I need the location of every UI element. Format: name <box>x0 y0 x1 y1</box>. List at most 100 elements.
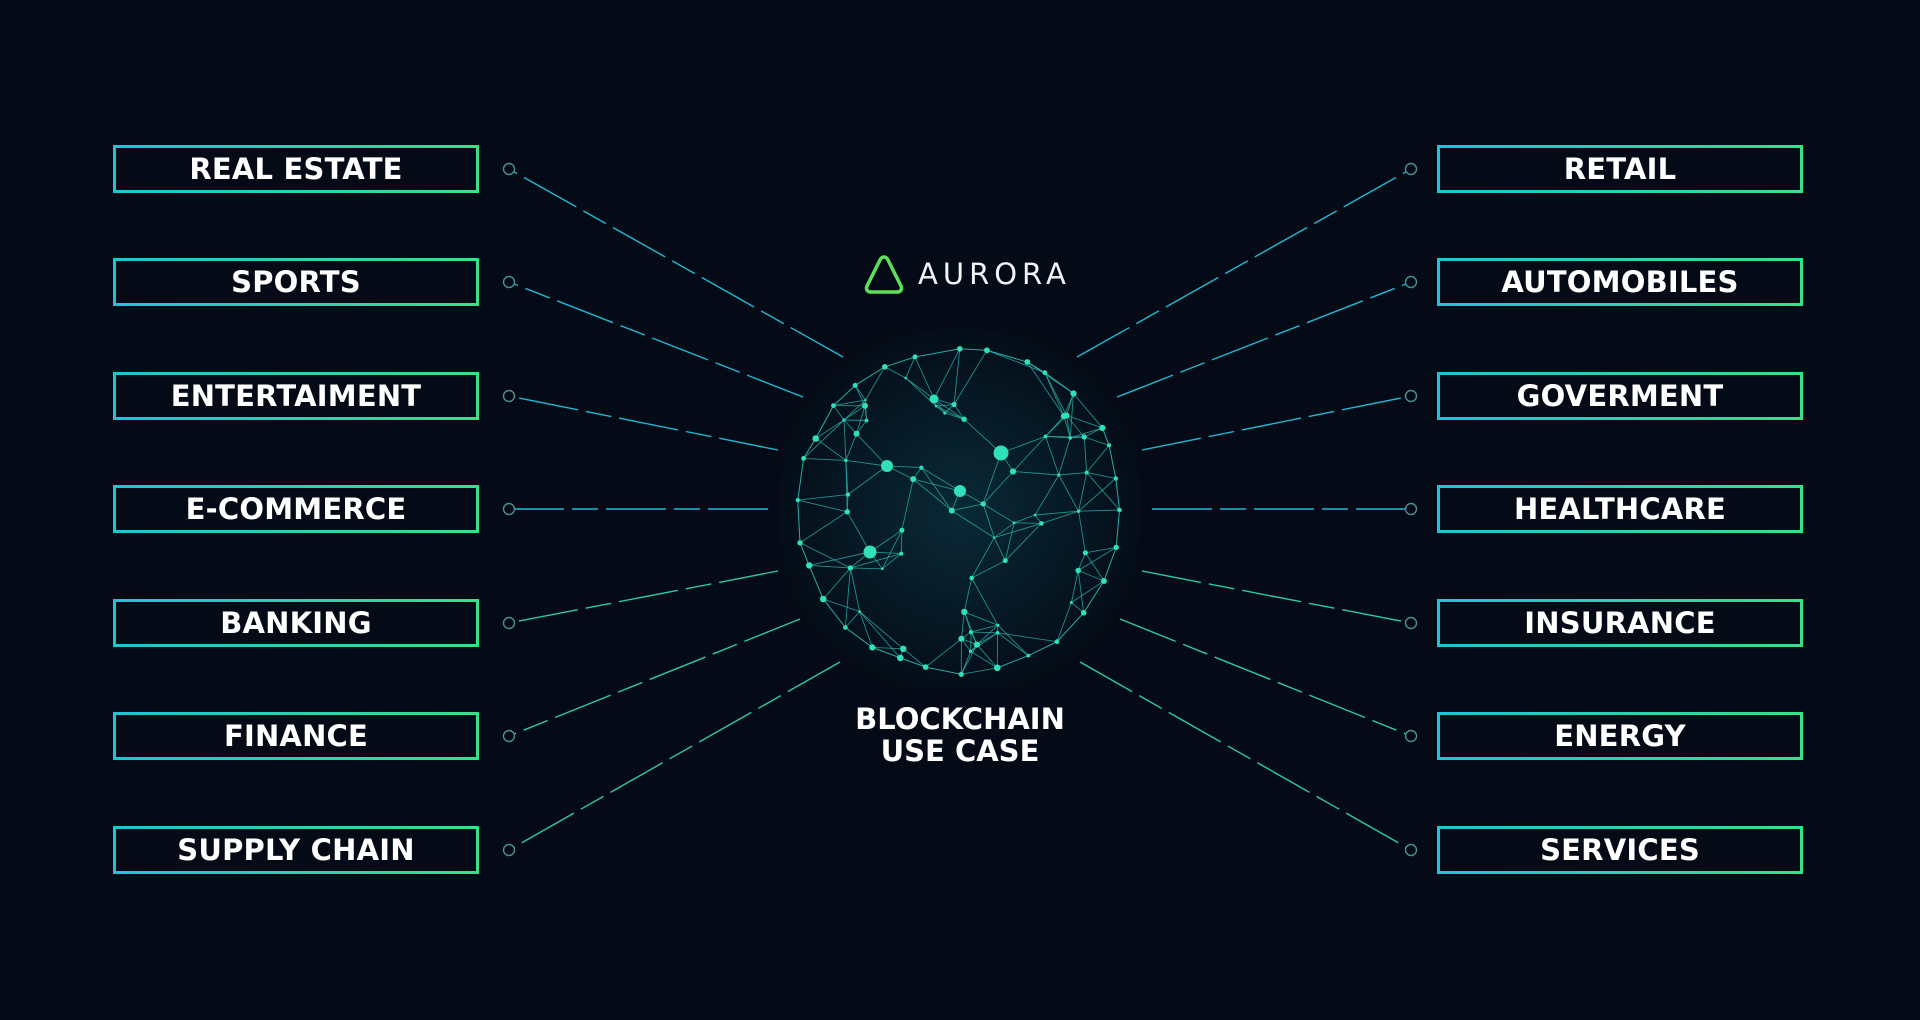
globe-edge <box>799 511 848 544</box>
globe-edge <box>986 349 1046 374</box>
network-globe-icon <box>780 330 1140 690</box>
globe-node <box>1082 550 1088 556</box>
globe-edge <box>1115 509 1120 548</box>
globe-node <box>1057 473 1061 477</box>
connector-line-right <box>1079 661 1412 851</box>
globe-edge <box>982 471 1014 505</box>
globe-edge <box>933 348 961 400</box>
globe-edge <box>921 467 953 511</box>
globe-node <box>912 354 918 360</box>
use-case-banking: BANKING <box>113 599 479 647</box>
connector-dot-right <box>1404 275 1418 289</box>
globe-edge <box>1026 361 1065 417</box>
center-title-line1: BLOCKCHAIN <box>855 702 1065 736</box>
use-case-supply-chain: SUPPLY CHAIN <box>113 826 479 874</box>
globe-node <box>1009 468 1017 475</box>
globe-edge <box>843 419 857 435</box>
globe-node <box>899 551 904 556</box>
globe-node <box>842 418 846 422</box>
globe-node <box>844 458 848 463</box>
globe-edge <box>963 611 978 645</box>
globe-edge <box>925 638 962 668</box>
connector-dot-right <box>1404 843 1418 857</box>
connector-dot-left <box>502 729 516 743</box>
globe-node <box>1068 436 1072 440</box>
globe-node <box>929 394 939 404</box>
globe-node <box>812 435 819 442</box>
use-case-goverment: GOVERMENT <box>1437 372 1803 420</box>
globe-node <box>881 567 884 571</box>
use-case-finance: FINANCE <box>113 712 479 760</box>
globe-node <box>995 631 1000 635</box>
globe-edge <box>843 419 847 461</box>
globe-edge <box>905 377 935 400</box>
globe-edge <box>976 644 998 669</box>
globe-edge <box>797 499 848 513</box>
globe-node <box>899 527 905 533</box>
use-case-e-commerce: E-COMMERCE <box>113 485 479 533</box>
globe-edge <box>1077 552 1086 571</box>
globe-edge <box>803 457 846 461</box>
globe-edge <box>1115 478 1120 511</box>
globe-node <box>969 575 974 581</box>
globe-edge <box>1004 522 1015 561</box>
use-case-retail: RETAIL <box>1437 145 1803 193</box>
globe-edge <box>970 631 998 634</box>
globe-node <box>831 403 836 408</box>
globe-edge <box>797 458 805 501</box>
globe-node <box>797 540 803 546</box>
globe-edge <box>843 399 866 421</box>
globe-node <box>943 411 947 415</box>
globe-edge <box>809 564 851 569</box>
connector-dot-left <box>502 389 516 403</box>
globe-edge <box>1058 437 1071 476</box>
globe-edge <box>1070 570 1079 603</box>
globe-edge <box>833 405 845 421</box>
globe-edge <box>845 627 873 648</box>
globe-edge <box>960 644 978 675</box>
globe-edge <box>859 611 873 648</box>
globe-edge <box>1078 570 1105 582</box>
globe-edge <box>1035 510 1079 516</box>
globe-edge <box>959 348 987 351</box>
globe-node <box>948 507 955 514</box>
globe-edge <box>1056 612 1085 643</box>
globe-edge <box>964 611 998 626</box>
globe-edge <box>1078 511 1086 553</box>
globe-node <box>1076 509 1081 513</box>
globe-edge <box>823 598 860 613</box>
globe-edge <box>808 565 824 600</box>
globe-edge <box>1012 436 1046 472</box>
globe-edge <box>953 348 961 405</box>
globe-edge <box>809 551 871 566</box>
globe-edge <box>872 646 901 659</box>
globe-edge <box>1073 393 1103 429</box>
brand-name: AURORA <box>918 257 1071 291</box>
globe-edge <box>1066 415 1085 438</box>
globe-node <box>843 625 848 630</box>
globe-node <box>910 476 917 483</box>
connector-dot-right <box>1404 162 1418 176</box>
globe-edge <box>1000 435 1046 454</box>
connector-line-left <box>508 570 779 624</box>
globe-node <box>968 649 973 654</box>
globe-edge <box>1028 641 1058 657</box>
globe-edge <box>970 624 998 633</box>
globe-edge <box>846 511 871 553</box>
globe-node <box>968 630 974 635</box>
center-title-line2: USE CASE <box>880 734 1040 768</box>
globe-edge <box>970 632 998 652</box>
globe-edge <box>797 500 801 543</box>
globe-node <box>1075 567 1081 574</box>
globe-edge <box>849 567 861 612</box>
globe-edge <box>921 467 961 492</box>
globe-node <box>951 401 957 408</box>
globe-edge <box>844 567 851 628</box>
globe-node <box>984 347 990 354</box>
globe-edge <box>997 632 1029 656</box>
connector-dot-left <box>502 275 516 289</box>
globe-node <box>864 398 867 402</box>
globe-node <box>1060 412 1068 420</box>
connector-dot-right <box>1404 729 1418 743</box>
globe-node <box>863 545 877 559</box>
